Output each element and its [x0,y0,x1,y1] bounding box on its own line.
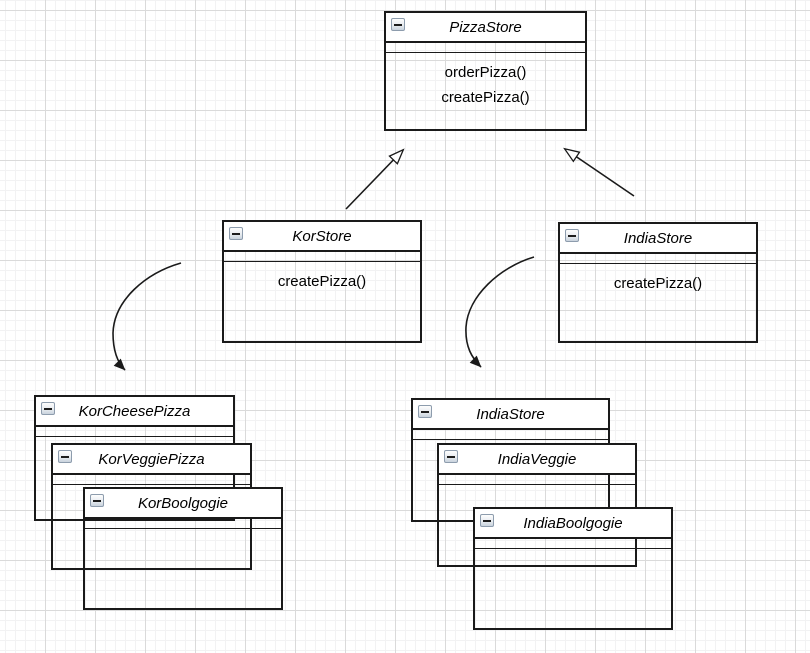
class-title-bar: KorStore [224,222,420,252]
connector-indiastore-extends-pizzastore[interactable] [563,147,635,197]
class-box-pizzastore[interactable]: PizzaStore orderPizza() createPizza() [384,11,587,131]
methods-section: createPizza() [560,264,756,296]
class-title-bar: IndiaVeggie [439,445,635,475]
collapse-minus-icon[interactable] [418,405,432,418]
class-box-indiaboolgogie[interactable]: IndiaBoolgogie [473,507,673,630]
class-title: IndiaStore [623,229,693,247]
collapse-minus-icon[interactable] [480,514,494,527]
class-box-indiastore-pizza[interactable]: IndiaStore [411,398,610,522]
collapse-minus-icon[interactable] [391,18,405,31]
class-title: KorStore [292,227,352,245]
class-title: IndiaVeggie [497,450,577,468]
methods-section: orderPizza() createPizza() [386,53,585,110]
collapse-minus-icon[interactable] [444,450,458,463]
collapse-minus-icon[interactable] [41,402,55,415]
fields-section [36,427,233,437]
collapse-minus-icon[interactable] [58,450,72,463]
class-title: KorVeggiePizza [98,450,205,468]
class-title: IndiaBoolgogie [523,514,623,532]
fields-section [475,539,671,549]
methods-section [475,549,671,556]
class-box-korcheesepizza[interactable]: KorCheesePizza [34,395,235,521]
class-box-indiastore[interactable]: IndiaStore createPizza() [558,222,758,343]
class-title-bar: IndiaStore [413,400,608,430]
class-title: KorCheesePizza [78,402,191,420]
class-title-bar: KorBoolgogie [85,489,281,519]
fields-section [560,254,756,264]
class-title: KorBoolgogie [137,494,229,512]
method-label: createPizza() [441,89,530,106]
connector-indiastore-creates-indiapizzas[interactable] [465,256,535,368]
class-title-bar: IndiaBoolgogie [475,509,671,539]
class-box-korstore[interactable]: KorStore createPizza() [222,220,422,343]
methods-section: createPizza() [224,262,420,294]
collapse-minus-icon[interactable] [565,229,579,242]
class-title: IndiaStore [476,405,545,423]
collapse-minus-icon[interactable] [90,494,104,507]
collapse-minus-icon[interactable] [229,227,243,240]
method-label: createPizza() [613,275,703,292]
class-title-bar: IndiaStore [560,224,756,254]
connector-korstore-creates-korpizzas[interactable] [112,262,182,371]
class-title-bar: PizzaStore [386,13,585,43]
class-box-korboolgogie[interactable]: KorBoolgogie [83,487,283,610]
class-title: PizzaStore [449,18,522,36]
class-box-korveggiepizza[interactable]: KorVeggiePizza [51,443,252,570]
connector-korstore-extends-pizzastore[interactable] [345,148,405,210]
class-box-indiaveggie[interactable]: IndiaVeggie [437,443,637,567]
class-title-bar: KorCheesePizza [36,397,233,427]
fields-section [85,519,281,529]
methods-section [439,485,635,492]
fields-section [413,430,608,440]
methods-section [85,529,281,536]
fields-section [224,252,420,262]
fields-section [53,475,250,485]
class-title-bar: KorVeggiePizza [53,445,250,475]
method-label: createPizza() [277,273,367,290]
fields-section [386,43,585,53]
fields-section [439,475,635,485]
method-label: orderPizza() [444,64,527,81]
